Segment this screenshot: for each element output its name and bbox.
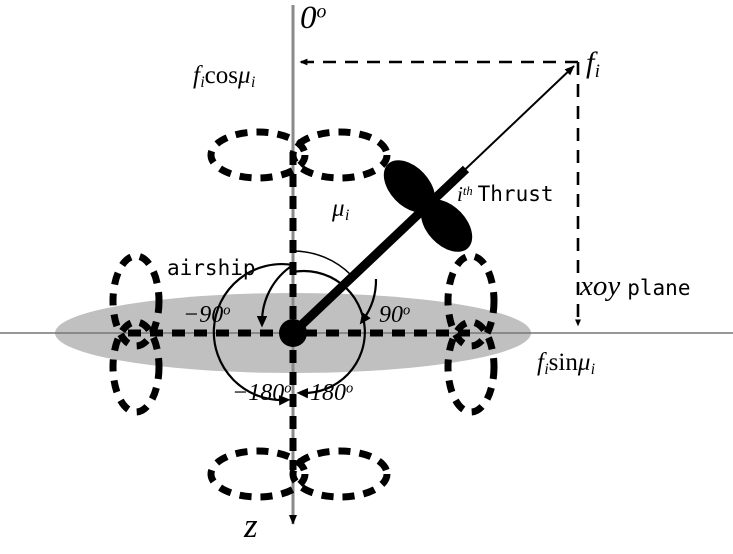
angle-arc-negative-90 [256,264,294,328]
label-angle-mu: μi [332,195,350,225]
label-horizontal-component: fisinμi [537,349,596,379]
active-propeller-blade-upper [383,160,436,213]
angle-arc-positive-180 [292,269,366,399]
label-airship: airship [167,256,256,280]
label-negative-90-degrees: −90o [183,302,231,328]
label-positive-180-degrees: 180o [310,380,354,406]
angle-arc-negative-180 [212,263,294,406]
propeller-left-blade-lower [109,318,163,416]
angle-arc-mu [292,250,352,276]
active-propeller-blade-lower [420,199,473,252]
propeller-right-blade-upper [444,252,498,350]
propeller-bottom-blade-left [207,447,309,501]
propeller-bottom [207,447,391,501]
propeller-top-blade-left [207,128,309,182]
propeller-top-blade-right [289,128,391,182]
rotor-shaft [289,165,470,337]
propeller-right [444,252,498,416]
propeller-left [109,252,163,416]
label-z-axis: z [244,506,258,545]
label-positive-90-degrees: 90o [379,302,411,328]
propeller-top [207,128,391,182]
degree-symbol-zero: o [316,0,327,23]
angle-arc-positive-90 [359,278,378,325]
origin-hub [279,319,307,347]
label-thrust-force-vector: fi [586,46,600,83]
label-negative-180-degrees: −180o [232,380,292,406]
label-vertical-component: ficosμi [193,62,256,92]
propeller-left-blade-upper [109,252,163,350]
active-propeller [383,160,473,252]
label-zero-degree: 0o [300,0,327,36]
propeller-bottom-blade-right [289,447,391,501]
propeller-right-blade-lower [444,318,498,416]
